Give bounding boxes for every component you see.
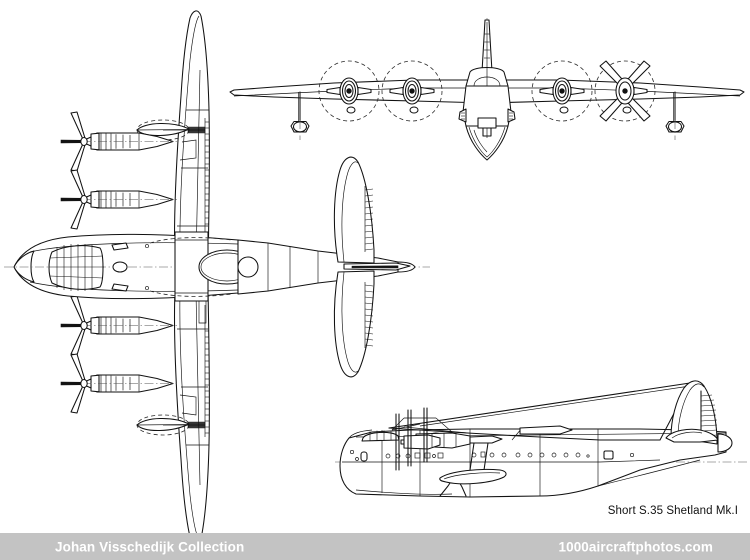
- website-credit[interactable]: 1000aircraftphotos.com: [558, 539, 713, 554]
- side-fin: [665, 380, 733, 453]
- side-aft-struts: [511, 425, 573, 441]
- footer-bar: Johan Visschedijk Collection 1000aircraf…: [0, 533, 750, 560]
- plan-wing-starboard: [173, 10, 210, 266]
- front-engine-outer-right-with-propeller: [594, 60, 656, 122]
- aircraft-line-drawing: .l {fill:none;stroke:#121212;stroke-widt…: [4, 10, 748, 534]
- side-wing-float: [439, 442, 507, 485]
- front-view: [229, 18, 745, 161]
- plan-wingtip-float-starboard: [136, 119, 206, 141]
- drawing-caption: Short S.35 Shetland Mk.I: [607, 505, 738, 517]
- front-hull: [458, 19, 516, 161]
- collection-credit: Johan Visschedijk Collection: [55, 539, 245, 554]
- side-view: [335, 380, 748, 498]
- plan-view: [4, 10, 430, 534]
- three-view-drawing: .l {fill:none;stroke:#121212;stroke-widt…: [4, 10, 748, 534]
- plan-hull: [4, 231, 430, 302]
- side-engine-group: [391, 407, 503, 471]
- plan-wingtip-float-port: [136, 414, 206, 436]
- plan-tailplane: [333, 156, 411, 378]
- plan-wing-port: [173, 289, 210, 534]
